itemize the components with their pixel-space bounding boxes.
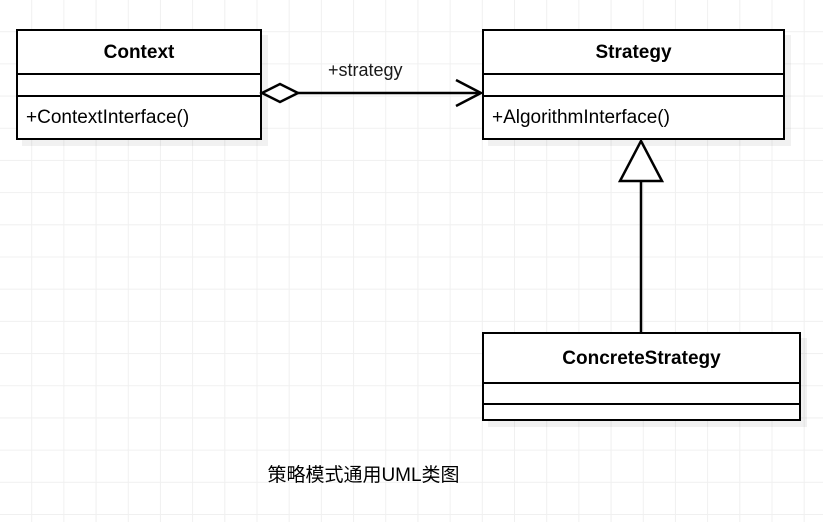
class-divider bbox=[484, 73, 783, 75]
class-divider bbox=[18, 95, 260, 97]
class-operations-context: +ContextInterface() bbox=[26, 107, 190, 128]
class-box-context[interactable]: Context +ContextInterface() bbox=[16, 29, 262, 140]
class-divider bbox=[18, 73, 260, 75]
hollow-triangle-icon bbox=[617, 138, 665, 183]
class-attributes-strategy bbox=[484, 75, 783, 95]
class-operations-strategy: +AlgorithmInterface() bbox=[492, 107, 670, 128]
class-attributes-concrete-strategy bbox=[484, 384, 799, 403]
class-name-concrete-strategy: ConcreteStrategy bbox=[562, 347, 721, 369]
edge-label-strategy: +strategy bbox=[328, 60, 403, 80]
edge-aggregation-context-strategy bbox=[259, 78, 484, 108]
class-attributes-context bbox=[18, 75, 260, 95]
class-divider bbox=[484, 95, 783, 97]
hollow-diamond-icon bbox=[259, 82, 301, 104]
edge-generalization-concrete-strategy-strategy bbox=[617, 138, 665, 333]
class-divider bbox=[484, 382, 799, 384]
class-divider bbox=[484, 403, 799, 405]
class-name-strategy: Strategy bbox=[595, 41, 672, 63]
open-arrow-icon bbox=[455, 78, 484, 108]
class-operations-concrete-strategy bbox=[484, 405, 799, 421]
class-box-strategy[interactable]: Strategy +AlgorithmInterface() bbox=[482, 29, 785, 140]
diagram-caption: 策略模式通用UML类图 bbox=[267, 465, 460, 486]
class-box-concrete-strategy[interactable]: ConcreteStrategy bbox=[482, 332, 801, 421]
class-name-context: Context bbox=[103, 41, 175, 63]
